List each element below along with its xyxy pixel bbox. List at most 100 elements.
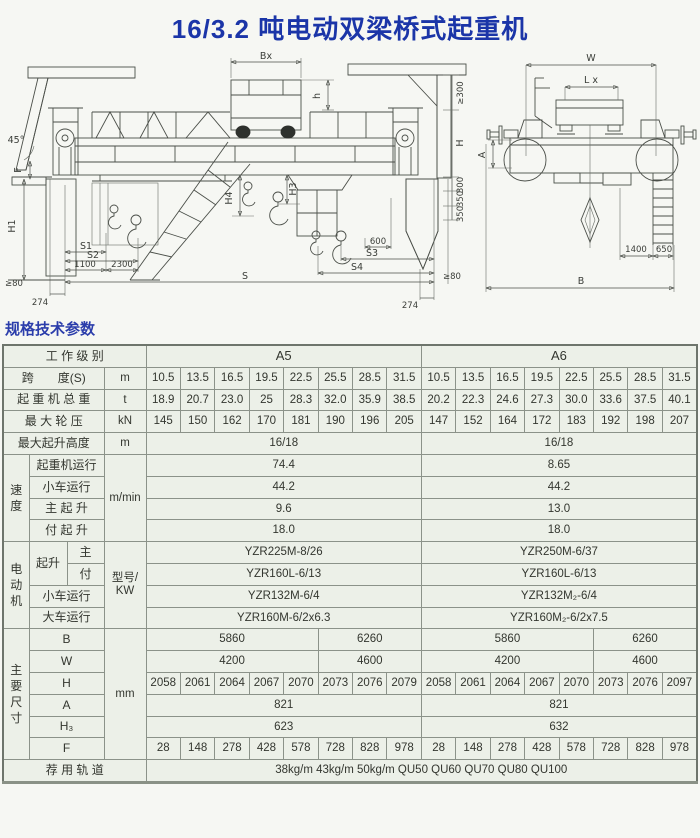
group-label-speed: 速度	[2, 453, 30, 543]
value-cell: 828	[352, 737, 388, 761]
value-cell: 152	[455, 410, 491, 434]
value-cell: 2061	[455, 671, 491, 695]
dim-label-350b: 350	[456, 206, 466, 222]
table-row: W 4200 4600 4200 4600	[3, 650, 698, 673]
side-view-drawing: W L x A 1400 650 B	[477, 53, 697, 292]
dim-label-2300: 2300	[111, 260, 133, 270]
row-label: 起重机运行	[28, 453, 105, 477]
dim-label-1100: 1100	[74, 260, 96, 270]
value-cell: 5860	[145, 628, 319, 652]
value-cell: 278	[214, 737, 250, 761]
value-cell: YZR160M-6/2x6.3	[145, 606, 422, 630]
row-label: H	[28, 671, 105, 695]
dim-label-s4: S4	[351, 262, 363, 273]
unit-cell: mm	[103, 628, 147, 761]
value-cell: 18.0	[420, 519, 698, 543]
value-cell: 32.0	[317, 388, 354, 412]
value-cell: 20.2	[420, 388, 457, 412]
value-cell: 24.6	[489, 388, 526, 412]
dim-label-s: S	[242, 271, 248, 282]
value-cell: 31.5	[386, 366, 422, 390]
unit-cell: m	[103, 432, 147, 455]
value-cell: 9.6	[145, 497, 422, 521]
dim-label-h3: H3	[288, 182, 299, 195]
value-cell: 37.5	[627, 388, 663, 412]
table-row: 荐 用 轨 道 38kg/m 43kg/m 50kg/m QU50 QU60 Q…	[2, 759, 698, 783]
table-row: 最大起升高度 m 16/18 16/18	[2, 432, 698, 455]
value-cell: 22.3	[455, 388, 491, 412]
value-cell: 13.0	[420, 497, 698, 521]
value-cell: 192	[592, 410, 629, 434]
value-cell: 2076	[627, 671, 663, 695]
value-cell: YZR250M-6/37	[420, 541, 698, 564]
ceiling-hatch	[27, 63, 467, 79]
value-cell: 147	[420, 410, 457, 434]
main-girder	[74, 137, 396, 182]
value-cell: 13.5	[179, 366, 216, 390]
value-cell: 821	[145, 693, 422, 717]
class-a6-header: A6	[420, 344, 698, 368]
value-cell: 728	[592, 737, 629, 761]
dim-label-bx: Bx	[260, 51, 273, 62]
group-label-dims: 主要尺寸	[2, 628, 30, 761]
row-label: 主 起 升	[28, 497, 105, 521]
value-cell: 205	[386, 410, 422, 434]
value-cell: 278	[489, 737, 526, 761]
row-label: 最大起升高度	[2, 432, 105, 455]
dim-label-ge80-left: ≥80	[5, 279, 23, 289]
right-wall	[406, 74, 452, 179]
row-label-hoist: 起升	[28, 541, 68, 586]
value-cell: 4600	[317, 650, 422, 673]
side-hook	[580, 125, 600, 248]
dim-label-1400: 1400	[625, 245, 647, 255]
rail-label: 荐 用 轨 道	[2, 759, 147, 783]
dim-label-h-height: H	[455, 139, 466, 146]
table-row: 跨 度(S) m 10.5 13.5 16.5 19.5 22.5 25.5 2…	[2, 366, 698, 390]
value-cell: 623	[145, 715, 422, 739]
value-cell: 44.2	[420, 475, 698, 499]
dim-label-a: A	[477, 151, 488, 158]
value-cell: 2076	[352, 671, 388, 695]
value-cell: 8.65	[420, 453, 698, 477]
value-cell: 164	[489, 410, 526, 434]
unit-cell: kN	[103, 410, 147, 434]
value-cell: 190	[317, 410, 354, 434]
unit-cell: m/min	[103, 453, 147, 543]
value-cell: 578	[283, 737, 319, 761]
dim-label-b: B	[578, 276, 585, 287]
table-row: 工 作 级 别 A5 A6	[2, 344, 698, 368]
dim-label-w: W	[586, 53, 596, 64]
value-cell: 578	[558, 737, 595, 761]
value-cell: 27.3	[524, 388, 560, 412]
row-label: 大车运行	[28, 606, 105, 630]
dim-label-ge80-right: ≥80	[443, 272, 461, 282]
value-cell: 22.5	[558, 366, 595, 390]
value-cell: 428	[248, 737, 285, 761]
value-cell: 10.5	[420, 366, 457, 390]
table-row: H 2058 2061 2064 2067 2070 2073 2076 207…	[3, 671, 698, 695]
value-cell: 16/18	[420, 432, 698, 455]
table-row: 速度 起重机运行 m/min 74.4 8.65	[2, 453, 698, 543]
value-cell: 632	[420, 715, 698, 739]
dim-label-350a: 350	[456, 191, 466, 207]
value-cell: 150	[179, 410, 216, 434]
table-row: 起 重 机 总 重 t 18.9 20.7 23.0 25 28.3 32.0 …	[2, 388, 698, 412]
value-cell: 728	[317, 737, 354, 761]
table-row: F 28 148 278 428 578 728 828 978 28 148 …	[3, 737, 698, 761]
value-cell: 6260	[593, 628, 698, 652]
value-cell: 18.0	[145, 519, 422, 543]
side-dimensions: W L x A 1400 650 B	[477, 53, 674, 292]
row-label: H₃	[28, 715, 105, 739]
dim-label-650: 650	[656, 245, 672, 255]
value-cell: 16.5	[214, 366, 250, 390]
dim-label-45deg: 45°	[8, 135, 25, 146]
front-dimensions: Bx h 45° F H1 H4 H3 S1 S2 1100	[5, 51, 466, 311]
row-label: 付 起 升	[28, 519, 105, 543]
value-cell: YZR132M₂-6/4	[420, 584, 698, 608]
value-cell: YZR160L-6/13	[145, 562, 422, 586]
class-a5-header: A5	[145, 344, 422, 368]
dim-label-300: 300	[456, 177, 466, 193]
table-row: A 821 821	[3, 693, 698, 717]
value-cell: 207	[661, 410, 698, 434]
value-cell: 2097	[661, 671, 698, 695]
